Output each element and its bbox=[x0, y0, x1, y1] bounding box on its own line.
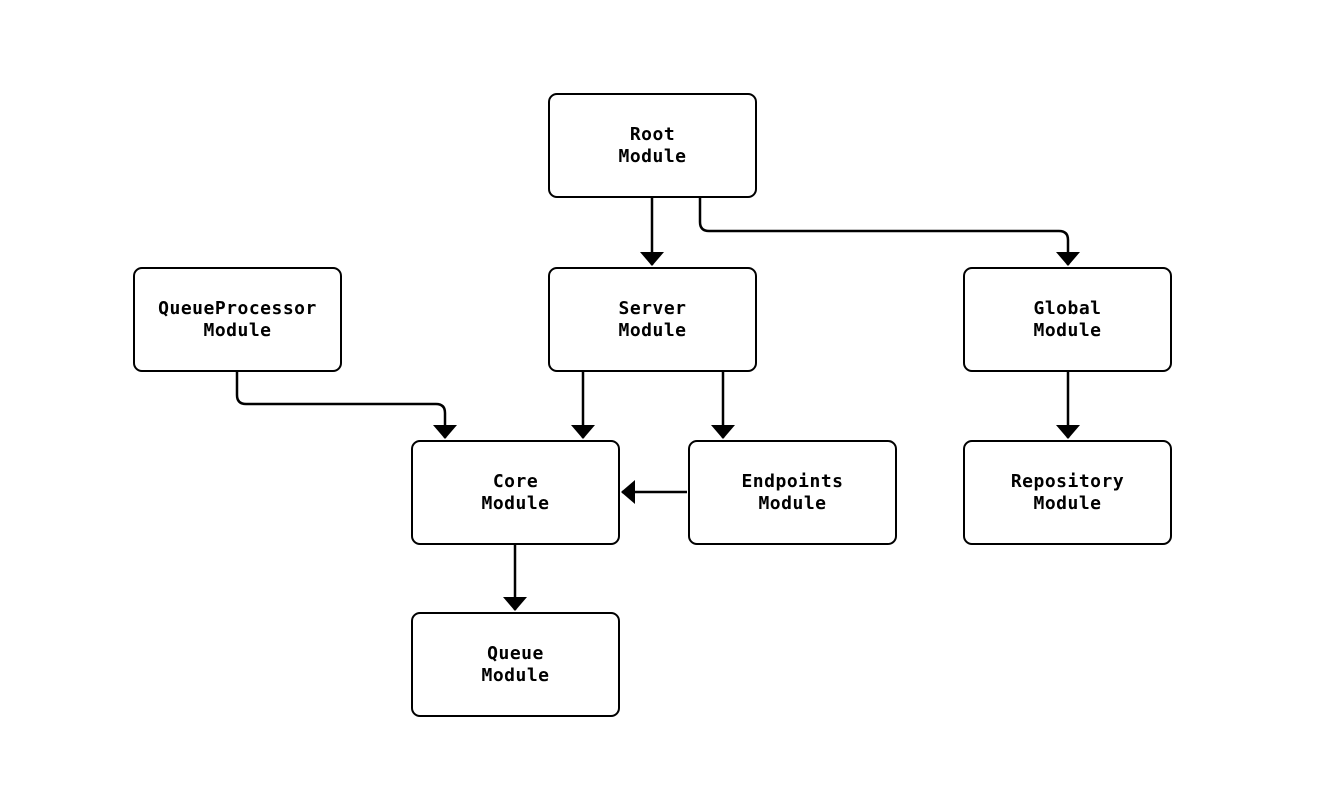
node-core-module: Core Module bbox=[411, 440, 620, 545]
node-repository-module-label: Repository Module bbox=[1010, 470, 1125, 514]
node-root-module-label: Root Module bbox=[618, 123, 687, 167]
node-core-module-label: Core Module bbox=[481, 470, 550, 514]
node-queueprocessor-module: QueueProcessor Module bbox=[133, 267, 342, 372]
edge-root-to-global bbox=[698, 198, 1080, 266]
node-queueprocessor-module-label: QueueProcessor Module bbox=[158, 297, 317, 341]
node-endpoints-module-label: Endpoints Module bbox=[741, 470, 844, 514]
node-server-module: Server Module bbox=[548, 267, 757, 372]
node-endpoints-module: Endpoints Module bbox=[688, 440, 897, 545]
node-queue-module-label: Queue Module bbox=[481, 642, 550, 686]
edge-queueprocessor-to-core bbox=[235, 372, 457, 439]
node-global-module-label: Global Module bbox=[1033, 297, 1102, 341]
node-root-module: Root Module bbox=[548, 93, 757, 198]
node-queue-module: Queue Module bbox=[411, 612, 620, 717]
node-server-module-label: Server Module bbox=[618, 297, 687, 341]
node-repository-module: Repository Module bbox=[963, 440, 1172, 545]
node-global-module: Global Module bbox=[963, 267, 1172, 372]
